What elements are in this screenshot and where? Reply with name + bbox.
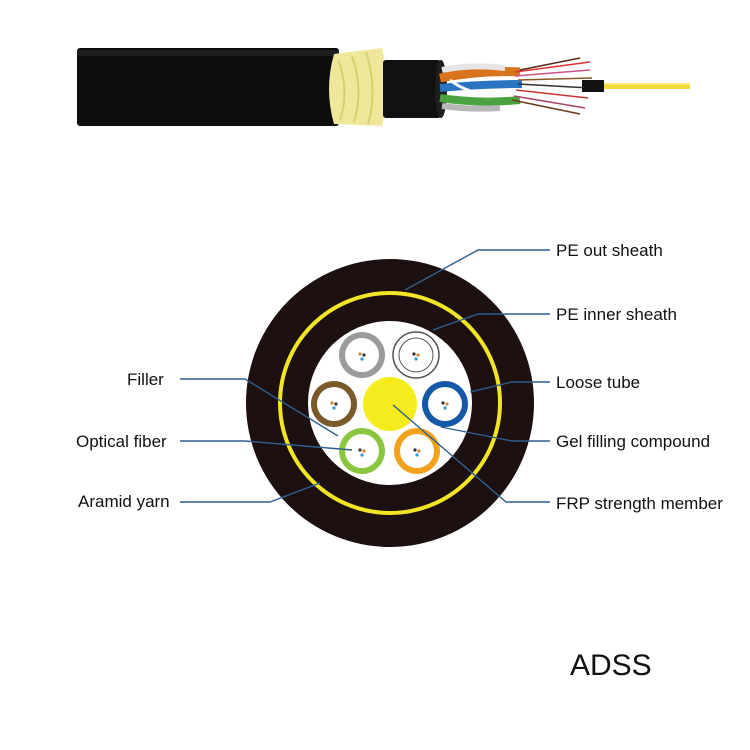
label-aramid-yarn: Aramid yarn [78,492,170,511]
pe-inner-ring-yellow [278,291,502,515]
label-frp-strength-member: FRP strength member [556,494,723,513]
leader-frp [392,404,550,503]
label-pe-out-sheath: PE out sheath [556,241,663,260]
cable-frp-rod [582,80,604,92]
label-filler: Filler [127,370,164,389]
tube-orange [394,428,440,474]
cable-fibers [511,57,593,115]
leader-pe-inner-sheath [432,313,550,331]
leader-lines [180,249,550,503]
label-gel-filling-compound: Gel filling compound [556,432,711,451]
leader-loose-tube [469,381,550,393]
tube-green [339,428,385,474]
diagram-title: ADSS [570,649,652,682]
leader-gel-filling [440,426,550,442]
cross-section-icon [246,259,534,547]
cable-outer-sheath [77,48,339,126]
leader-aramid-yarn [180,482,321,503]
frp-strength-member [363,377,417,431]
leader-optical-fiber [180,440,353,451]
tube-brown [311,381,357,427]
tube-white [392,331,440,379]
tube-gray [339,332,385,378]
cable-loose-tubes [439,63,523,112]
cable-inner-sheath [383,60,441,118]
label-pe-inner-sheath: PE inner sheath [556,305,677,324]
leader-filler [180,378,339,437]
label-optical-fiber: Optical fiber [76,432,167,451]
tube-blue [422,381,468,427]
leader-pe-out-sheath [404,249,550,291]
cable-photo-icon [77,48,690,126]
label-loose-tube: Loose tube [556,373,641,392]
